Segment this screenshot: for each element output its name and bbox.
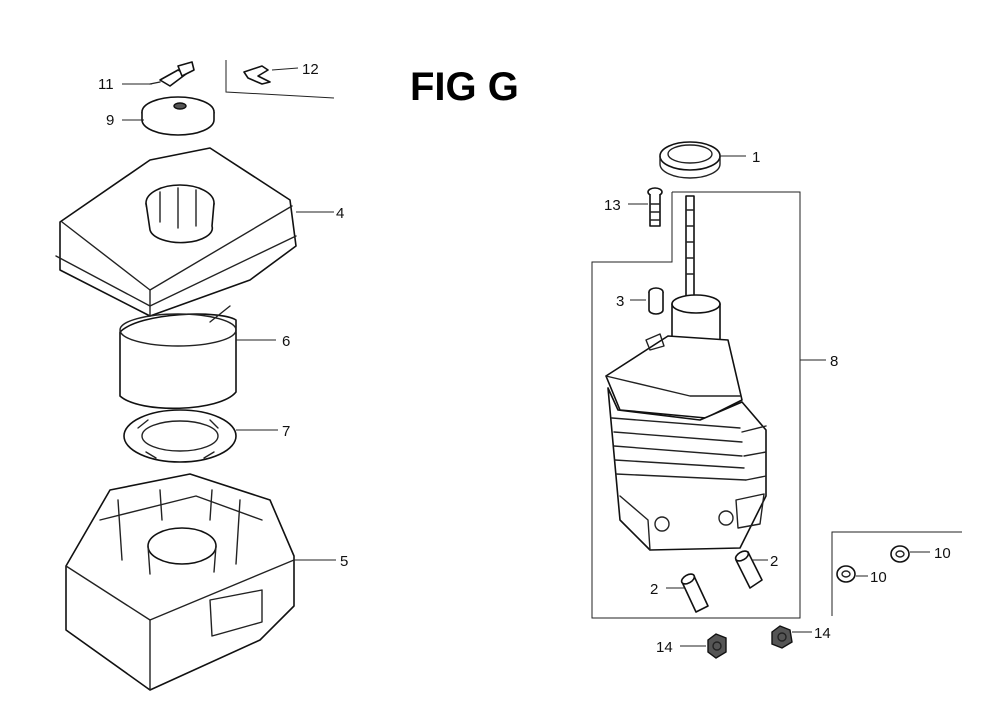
part-11-wing-bolt: [149, 61, 195, 87]
callout-5: 5: [340, 553, 348, 570]
part-6-filter-element: [119, 305, 237, 410]
part-8-tank-body: [605, 195, 767, 551]
callout-2-lower: 2: [650, 581, 658, 598]
callout-1: 1: [752, 149, 760, 166]
callout-3: 3: [616, 293, 624, 310]
figure-title: FIG G: [410, 65, 519, 109]
callout-10-a: 10: [934, 545, 951, 562]
assembly-8-bracket: [591, 191, 801, 619]
callout-9: 9: [106, 112, 114, 129]
part-3-pin: [648, 287, 664, 315]
part-9-cover-knob: [141, 96, 215, 136]
callout-6: 6: [282, 333, 290, 350]
callout-11: 11: [98, 76, 114, 93]
callout-12: 12: [302, 61, 319, 78]
callout-4: 4: [336, 205, 344, 222]
part-5-cleaner-base: [65, 473, 295, 691]
callout-13: 13: [604, 197, 621, 214]
callout-10-b: 10: [870, 569, 887, 586]
part-2-pin-lower: [680, 573, 709, 613]
part-7-gasket: [123, 409, 237, 463]
part-2-pin-right: [734, 550, 763, 589]
callout-14-left: 14: [656, 639, 673, 656]
part-10-grommets: [836, 545, 910, 583]
part-4-cleaner-cover: [55, 147, 297, 317]
part-14-nut-left: [707, 633, 727, 659]
part-13-bolt: [647, 187, 663, 227]
part-1-ring: [659, 141, 721, 179]
leader-12: [271, 67, 299, 71]
callout-8: 8: [830, 353, 838, 370]
callout-14-right: 14: [814, 625, 831, 642]
part-10-box: [831, 531, 962, 616]
callout-2-right: 2: [770, 553, 778, 570]
part-12-clip-box: [225, 60, 335, 99]
part-14-nut-right: [771, 625, 793, 649]
callout-7: 7: [282, 423, 290, 440]
